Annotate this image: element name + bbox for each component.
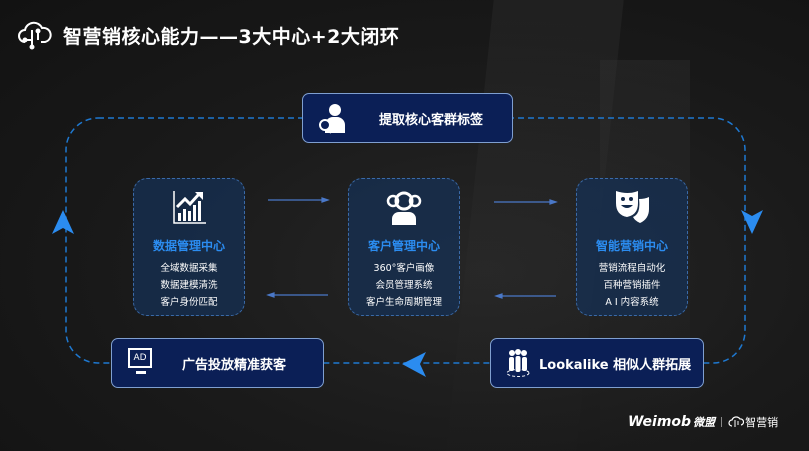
ad-monitor-icon: AD	[128, 348, 154, 378]
theater-masks-icon	[616, 191, 649, 223]
ad-targeting-label: 广告投放精准获客	[182, 357, 287, 373]
ad-targeting-box: AD 广告投放精准获客	[111, 338, 324, 388]
growth-chart-icon	[173, 191, 206, 224]
smart-marketing-center: 智能营销中心 营销流程自动化 百种营销插件 A I 内容系统	[576, 178, 688, 316]
customer-group-icon	[386, 191, 422, 225]
people-group-icon	[506, 349, 530, 377]
center-title: 智能营销中心	[595, 239, 668, 253]
center-item: 数据建模清洗	[160, 280, 218, 291]
center-item: 百种营销插件	[603, 280, 661, 291]
arrow-left-icon	[402, 352, 426, 377]
center-item: 营销流程自动化	[598, 263, 666, 274]
person-search-icon	[319, 104, 345, 134]
lookalike-label: Lookalike 相似人群拓展	[539, 357, 692, 373]
data-management-center: 数据管理中心 全域数据采集 数据建模清洗 客户身份匹配	[133, 178, 245, 316]
product-name: 智营销	[745, 416, 779, 429]
cloud-network-icon	[18, 21, 52, 50]
center-title: 客户管理中心	[367, 239, 440, 253]
extract-core-tags-label: 提取核心客群标签	[379, 112, 484, 128]
arrow-down-icon	[741, 210, 763, 234]
center-item: 360°客户画像	[373, 263, 435, 274]
arrow-up-icon	[52, 210, 74, 234]
center-item: 客户生命周期管理	[365, 297, 442, 308]
lookalike-box: Lookalike 相似人群拓展	[490, 338, 704, 388]
center-item: 客户身份匹配	[160, 297, 218, 308]
center-item: 全域数据采集	[160, 263, 218, 274]
page-title: 智营销核心能力——3大中心+2大闭环	[63, 26, 400, 48]
weimob-logo: Weimob	[628, 414, 692, 430]
center-title: 数据管理中心	[152, 239, 225, 253]
divider	[721, 417, 723, 427]
footer-logo: Weimob 微盟 智营销	[628, 414, 778, 430]
customer-management-center: 客户管理中心 360°客户画像 会员管理系统 客户生命周期管理	[348, 178, 460, 316]
center-item: 会员管理系统	[375, 280, 433, 291]
cloud-network-icon	[728, 416, 745, 427]
center-item: A I 内容系统	[605, 297, 659, 308]
extract-core-tags-box: 提取核心客群标签	[302, 93, 513, 143]
weimob-logo-cn: 微盟	[693, 416, 716, 429]
